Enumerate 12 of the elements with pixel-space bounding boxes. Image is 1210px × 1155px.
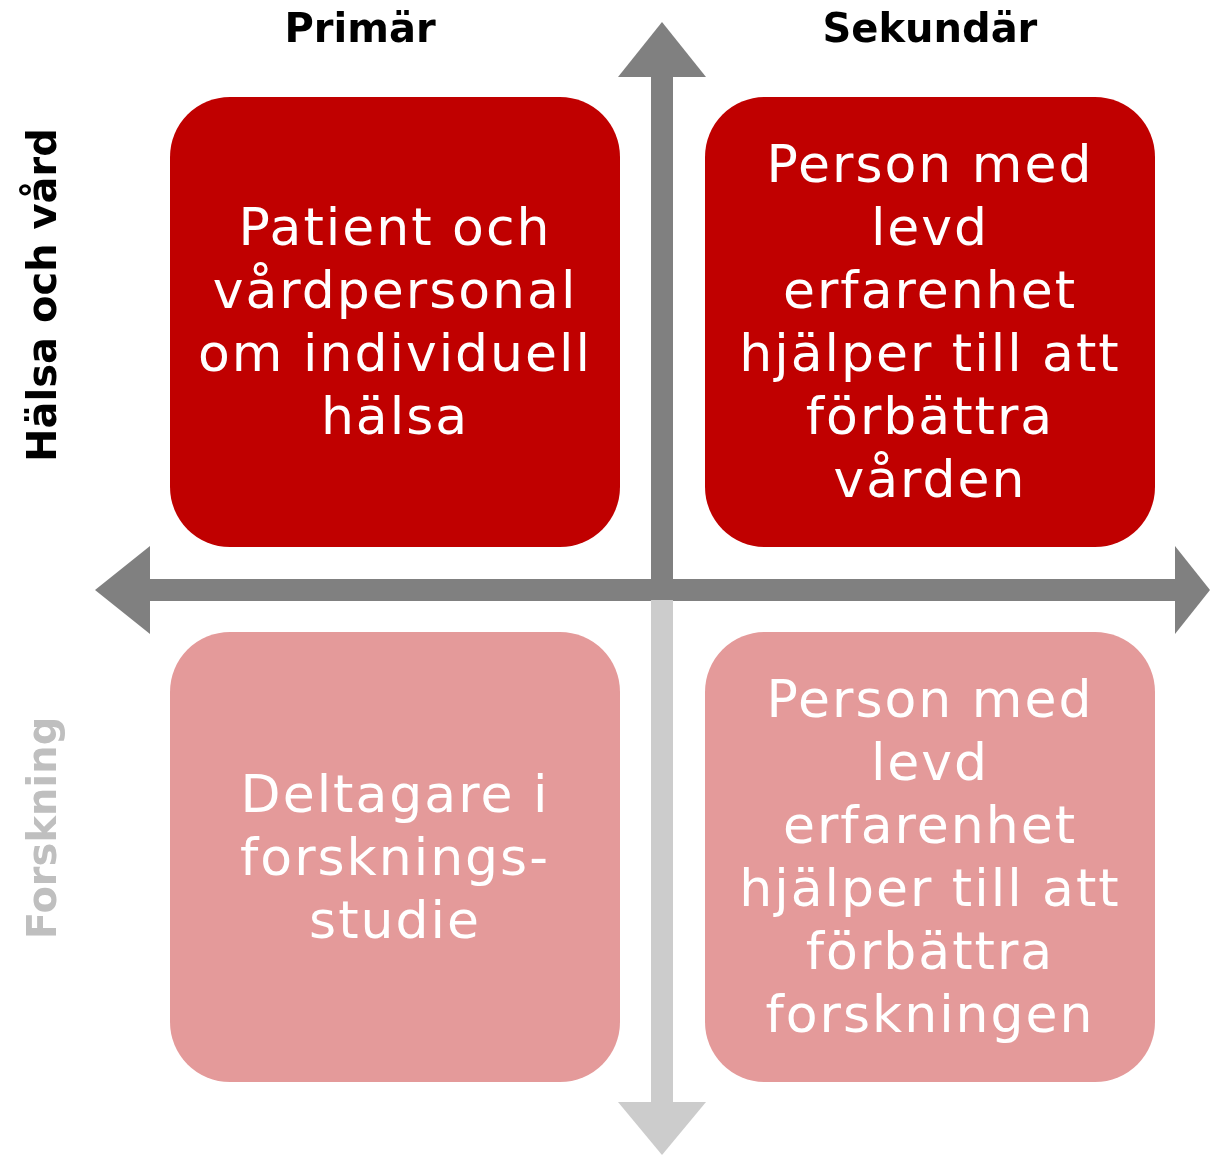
row-heading: Hälsa och vård bbox=[18, 128, 65, 462]
column-heading: Sekundär bbox=[822, 5, 1038, 51]
quadrant-text: Person med levd erfarenhet hjälper till att förbättra forskningen bbox=[738, 668, 1122, 1046]
row-heading: Forskning bbox=[18, 716, 65, 940]
quadrant-box bbox=[170, 97, 620, 547]
quadrant-box bbox=[705, 97, 1155, 547]
quadrant-box bbox=[170, 632, 620, 1082]
quadrant-text: Person med levd erfarenhet hjälper till att förbättra vården bbox=[738, 133, 1122, 511]
column-heading: Primär bbox=[284, 5, 436, 51]
quadrant-text: Deltagare i forsknings- studie bbox=[239, 762, 551, 952]
quadrant-box bbox=[705, 632, 1155, 1082]
quadrant-text: Patient och vårdpersonal om individuell hälsa bbox=[197, 196, 593, 448]
